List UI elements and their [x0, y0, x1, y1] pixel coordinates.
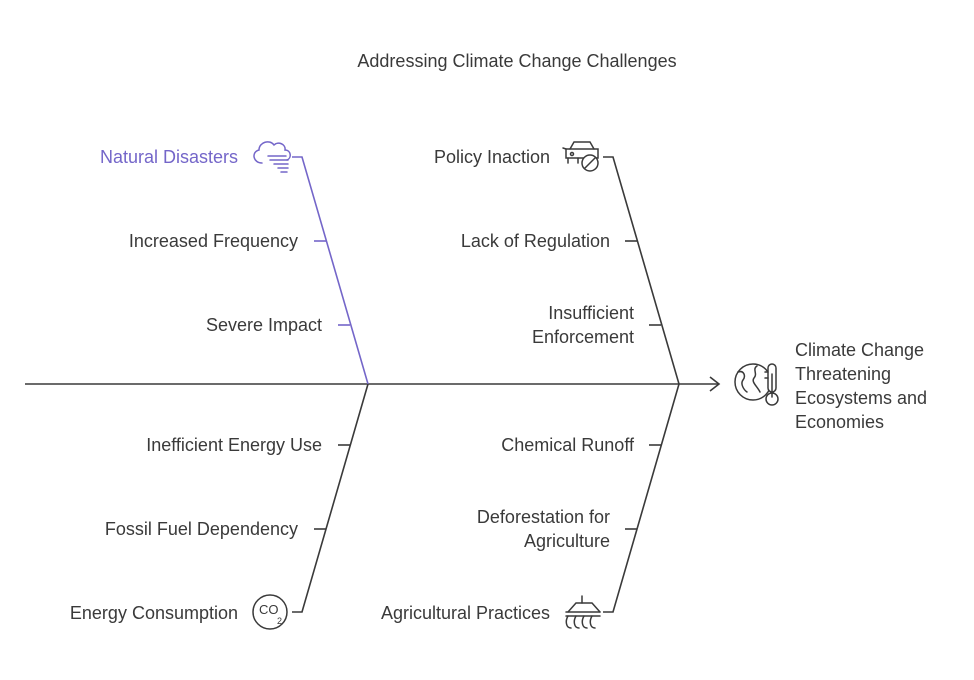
- cause-increased-frequency: Increased Frequency: [128, 231, 298, 251]
- cause-lack-of-regulation: Lack of Regulation: [460, 231, 610, 251]
- cause-severe-impact: Severe Impact: [205, 315, 322, 335]
- globe-thermometer-icon: [734, 363, 779, 406]
- effect-line-3: Ecosystems and: [795, 388, 928, 408]
- bone-agricultural-practices: [603, 383, 680, 613]
- svg-text:2: 2: [277, 616, 282, 626]
- effect-line-1: Climate Change: [795, 340, 925, 360]
- cause-inefficient-energy-use: Inefficient Energy Use: [146, 435, 322, 455]
- effect-line-2: Threatening: [795, 364, 892, 384]
- category-agricultural-practices: Agricultural Practices: [380, 603, 550, 623]
- diagram-title: Addressing Climate Change Challenges: [357, 51, 677, 71]
- cause-insufficient-enforcement: Insufficient Enforcement: [531, 303, 634, 347]
- cause-fossil-fuel-dependency: Fossil Fuel Dependency: [104, 519, 298, 539]
- car-prohibited-icon: [562, 141, 599, 172]
- bone-energy-consumption: [292, 383, 369, 613]
- category-policy-inaction: Policy Inaction: [433, 147, 550, 167]
- cause-chemical-runoff: Chemical Runoff: [501, 435, 634, 455]
- bone-policy-inaction: [603, 156, 680, 385]
- storm-cloud-icon: [253, 141, 291, 173]
- category-energy-consumption: Energy Consumption: [69, 603, 238, 623]
- plow-icon: [565, 595, 601, 629]
- co2-icon: CO 2: [252, 594, 288, 630]
- category-natural-disasters: Natural Disasters: [99, 147, 238, 167]
- effect-line-4: Economies: [795, 412, 885, 432]
- cause-deforestation-for-agriculture: Deforestation for Agriculture: [476, 507, 610, 551]
- bone-natural-disasters: [292, 156, 369, 385]
- svg-text:CO: CO: [259, 602, 279, 617]
- spine-arrowhead: [709, 376, 721, 392]
- effect-label: Climate Change Threatening Ecosystems an…: [795, 338, 927, 434]
